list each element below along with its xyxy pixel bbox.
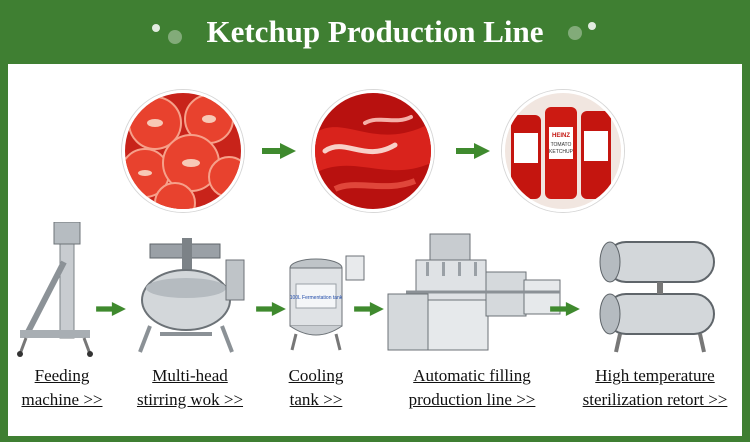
bottom-border (0, 436, 750, 442)
step-label-line1: Feeding (34, 366, 90, 385)
step-label-line2: sterilization retort >> (582, 390, 728, 409)
step-sterilization-retort-link[interactable]: High temperature sterilization retort >> (568, 364, 742, 412)
banner-dot (588, 22, 596, 30)
bottle-brand: HEINZ (552, 133, 570, 139)
step-label-line2: stirring wok >> (136, 390, 244, 409)
step-label-line1: Multi-head (152, 366, 228, 385)
title-banner (0, 0, 750, 64)
step-filling-line-link[interactable]: Automatic filling production line >> (392, 364, 552, 412)
step-label-line1: Cooling (288, 366, 344, 385)
ketchup-sauce-photo (312, 90, 434, 212)
banner-dot (568, 26, 582, 40)
stirring-wok-image (138, 238, 245, 353)
arrow-right-icon (456, 143, 490, 159)
step-stirring-wok-link[interactable]: Multi-head stirring wok >> (124, 364, 256, 412)
arrow-right-icon (256, 302, 286, 316)
step-label-line2: production line >> (408, 390, 536, 409)
banner-dot (152, 24, 160, 32)
step-label-line1: High temperature (595, 366, 715, 385)
bottle-label-line1: TOMATO (551, 142, 572, 148)
cooling-tank-image: 100L Fermentation tank (289, 255, 365, 351)
tank-label: 100L Fermentation tank (290, 295, 343, 301)
ketchup-bottles-photo: HEINZ TOMATO KETCHUP (502, 90, 624, 212)
step-feeding-machine-link[interactable]: Feeding machine >> (8, 364, 116, 412)
step-label-line2: tank >> (289, 390, 343, 409)
banner-dot (168, 30, 182, 44)
step-label-line1: Automatic filling (413, 366, 531, 385)
tomato-slices-photo (122, 90, 244, 212)
arrow-right-icon (262, 143, 296, 159)
page-title: Ketchup Production Line (206, 14, 544, 49)
filling-line-image (387, 233, 561, 351)
sterilization-retort-image (599, 241, 715, 353)
arrow-right-icon (550, 302, 580, 316)
right-border (742, 64, 750, 436)
arrow-right-icon (96, 302, 126, 316)
arrow-right-icon (354, 302, 384, 316)
step-label-line2: machine >> (21, 390, 103, 409)
bottle-label-line2: KETCHUP (549, 149, 574, 155)
feeding-machine-image (17, 222, 93, 357)
step-cooling-tank-link[interactable]: Cooling tank >> (270, 364, 362, 412)
left-border (0, 64, 8, 436)
